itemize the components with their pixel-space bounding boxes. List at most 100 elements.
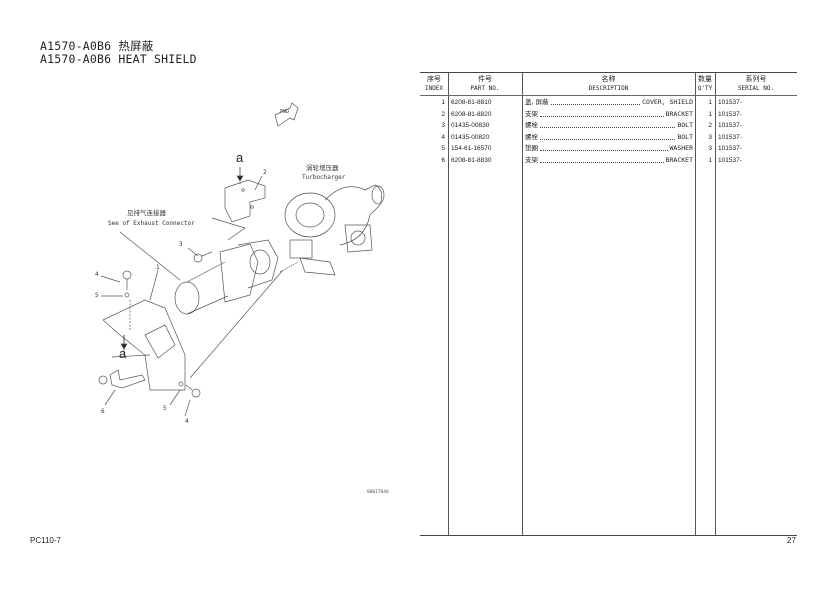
row-description: 螺栓 BOLT xyxy=(525,132,693,143)
header-part-en: PART NO. xyxy=(470,85,500,92)
row-description: 垫圈 WASHER xyxy=(525,143,693,154)
row-index: 3 xyxy=(441,122,445,130)
callout-4-bottom: 4 xyxy=(185,418,189,425)
exhaust-connector-drawing xyxy=(174,239,279,315)
header-index: 序号 INDEX xyxy=(420,75,448,93)
table-row: 4 01435-00820 螺栓 BOLT 3 101537- xyxy=(420,132,797,143)
bolt-4-top-drawing xyxy=(122,270,132,290)
row-serial: 101537- xyxy=(718,157,742,164)
table-row: 5 154-61-16570 垫圈 WASHER 3 101537- xyxy=(420,143,797,154)
row-desc-en: BOLT xyxy=(677,121,693,130)
row-desc-en: BRACKET xyxy=(665,109,693,118)
header-desc-en: DESCRIPTION xyxy=(588,85,629,92)
header-description: 名称 DESCRIPTION xyxy=(522,75,695,93)
table-row: 1 6208-81-8810 盖, 屏蔽 COVER, SHIELD 1 101537- xyxy=(420,97,797,108)
row-index: 4 xyxy=(441,133,445,141)
table-row: 6 6208-81-8830 支架 BRACKET 1 101537- xyxy=(420,155,797,166)
row-qty: 1 xyxy=(708,99,712,106)
turbocharger-drawing xyxy=(284,184,385,276)
turbocharger-label-cn: 涡轮增压器 xyxy=(306,164,339,172)
row-part-number: 6208-81-8830 xyxy=(451,157,492,164)
fwd-label: FWD xyxy=(280,109,290,115)
header-serial: 系列号 SERIAL NO. xyxy=(715,75,797,93)
row-desc-cn: 螺栓 xyxy=(525,132,538,141)
dot-leader xyxy=(540,109,664,117)
row-qty: 1 xyxy=(708,110,712,118)
page-number: 27 xyxy=(787,536,796,545)
row-desc-cn: 螺栓 xyxy=(525,121,538,130)
row-desc-cn: 盖, 屏蔽 xyxy=(525,98,549,106)
header-part-no: 件号 PART NO. xyxy=(448,75,522,93)
fwd-arrow-icon xyxy=(274,102,299,127)
callout-6: 6 xyxy=(101,408,105,415)
row-serial: 101537- xyxy=(718,145,742,153)
row-serial: 101537- xyxy=(718,99,742,106)
drawing-number: 00017640 xyxy=(367,490,389,495)
dot-leader xyxy=(540,120,676,129)
row-desc-en: WASHER xyxy=(669,144,693,153)
header-serial-cn: 系列号 xyxy=(745,75,767,83)
row-desc-cn: 支架 xyxy=(525,156,538,164)
row-index: 5 xyxy=(441,145,445,153)
view-marker-bottom: a xyxy=(119,346,127,361)
row-desc-en: BOLT xyxy=(677,132,693,141)
column-divider xyxy=(448,73,449,535)
header-serial-en: SERIAL NO. xyxy=(737,85,775,92)
dot-leader xyxy=(550,97,641,105)
header-qty-en: Q'TY xyxy=(697,85,713,92)
callout-2: 2 xyxy=(263,169,267,176)
row-description: 支架 BRACKET xyxy=(525,155,693,166)
column-divider xyxy=(522,73,523,535)
header-part-cn: 件号 xyxy=(478,75,492,83)
row-desc-en: BRACKET xyxy=(665,156,693,164)
footer-model: PC110-7 xyxy=(30,536,61,545)
row-part-number: 01435-00820 xyxy=(451,133,490,141)
header-qty: 数量 Q'TY xyxy=(695,75,715,93)
header-index-cn: 序号 xyxy=(427,75,441,83)
row-index: 1 xyxy=(441,99,445,106)
row-desc-cn: 支架 xyxy=(525,109,538,118)
row-desc-cn: 垫圈 xyxy=(525,144,538,153)
dot-leader xyxy=(540,132,676,140)
exhaust-label-cn: 见排气连接器 xyxy=(127,209,166,217)
row-qty: 2 xyxy=(708,122,712,130)
cover-shield-1-drawing xyxy=(102,299,186,391)
row-qty: 3 xyxy=(708,133,712,141)
row-serial: 101537- xyxy=(718,110,742,118)
row-description: 螺栓 BOLT xyxy=(525,120,693,131)
exhaust-label-en: See of Exhaust Connector xyxy=(108,220,195,227)
row-description: 盖, 屏蔽 COVER, SHIELD xyxy=(525,97,693,108)
row-serial: 101537- xyxy=(718,122,742,130)
row-part-number: 01435-00830 xyxy=(451,122,490,130)
callout-5-bottom: 5 xyxy=(163,405,167,412)
callout-3: 3 xyxy=(179,241,183,248)
view-marker-top: a xyxy=(236,150,244,165)
bracket-2-drawing xyxy=(224,179,266,223)
dot-leader xyxy=(540,155,664,163)
row-index: 2 xyxy=(441,110,445,118)
bolt-4-bottom-drawing xyxy=(185,384,201,398)
row-part-number: 6208-81-8810 xyxy=(451,99,492,106)
parts-table: 序号 INDEX 件号 PART NO. 名称 DESCRIPTION 数量 Q… xyxy=(420,72,797,536)
title-en: A1570-A0B6 HEAT SHIELD xyxy=(40,52,197,66)
column-divider xyxy=(695,73,696,535)
table-row: 2 6208-81-8820 支架 BRACKET 1 101537- xyxy=(420,109,797,120)
callout-1: 1 xyxy=(156,264,160,271)
row-serial: 101537- xyxy=(718,133,742,141)
row-part-number: 154-61-16570 xyxy=(451,145,492,153)
header-divider xyxy=(420,95,797,96)
row-qty: 3 xyxy=(708,145,712,153)
row-qty: 1 xyxy=(708,157,712,164)
bolt-3-drawing xyxy=(193,251,213,263)
row-part-number: 6208-81-8820 xyxy=(451,110,492,118)
callout-5-top: 5 xyxy=(95,292,99,299)
row-index: 6 xyxy=(441,157,445,164)
row-desc-en: COVER, SHIELD xyxy=(642,98,693,106)
column-divider xyxy=(715,73,716,535)
turbocharger-label-en: Turbocharger xyxy=(302,174,346,181)
row-description: 支架 BRACKET xyxy=(525,109,693,120)
header-desc-cn: 名称 xyxy=(601,75,616,83)
table-row: 3 01435-00830 螺栓 BOLT 2 101537- xyxy=(420,120,797,131)
header-index-en: INDEX xyxy=(424,85,444,92)
